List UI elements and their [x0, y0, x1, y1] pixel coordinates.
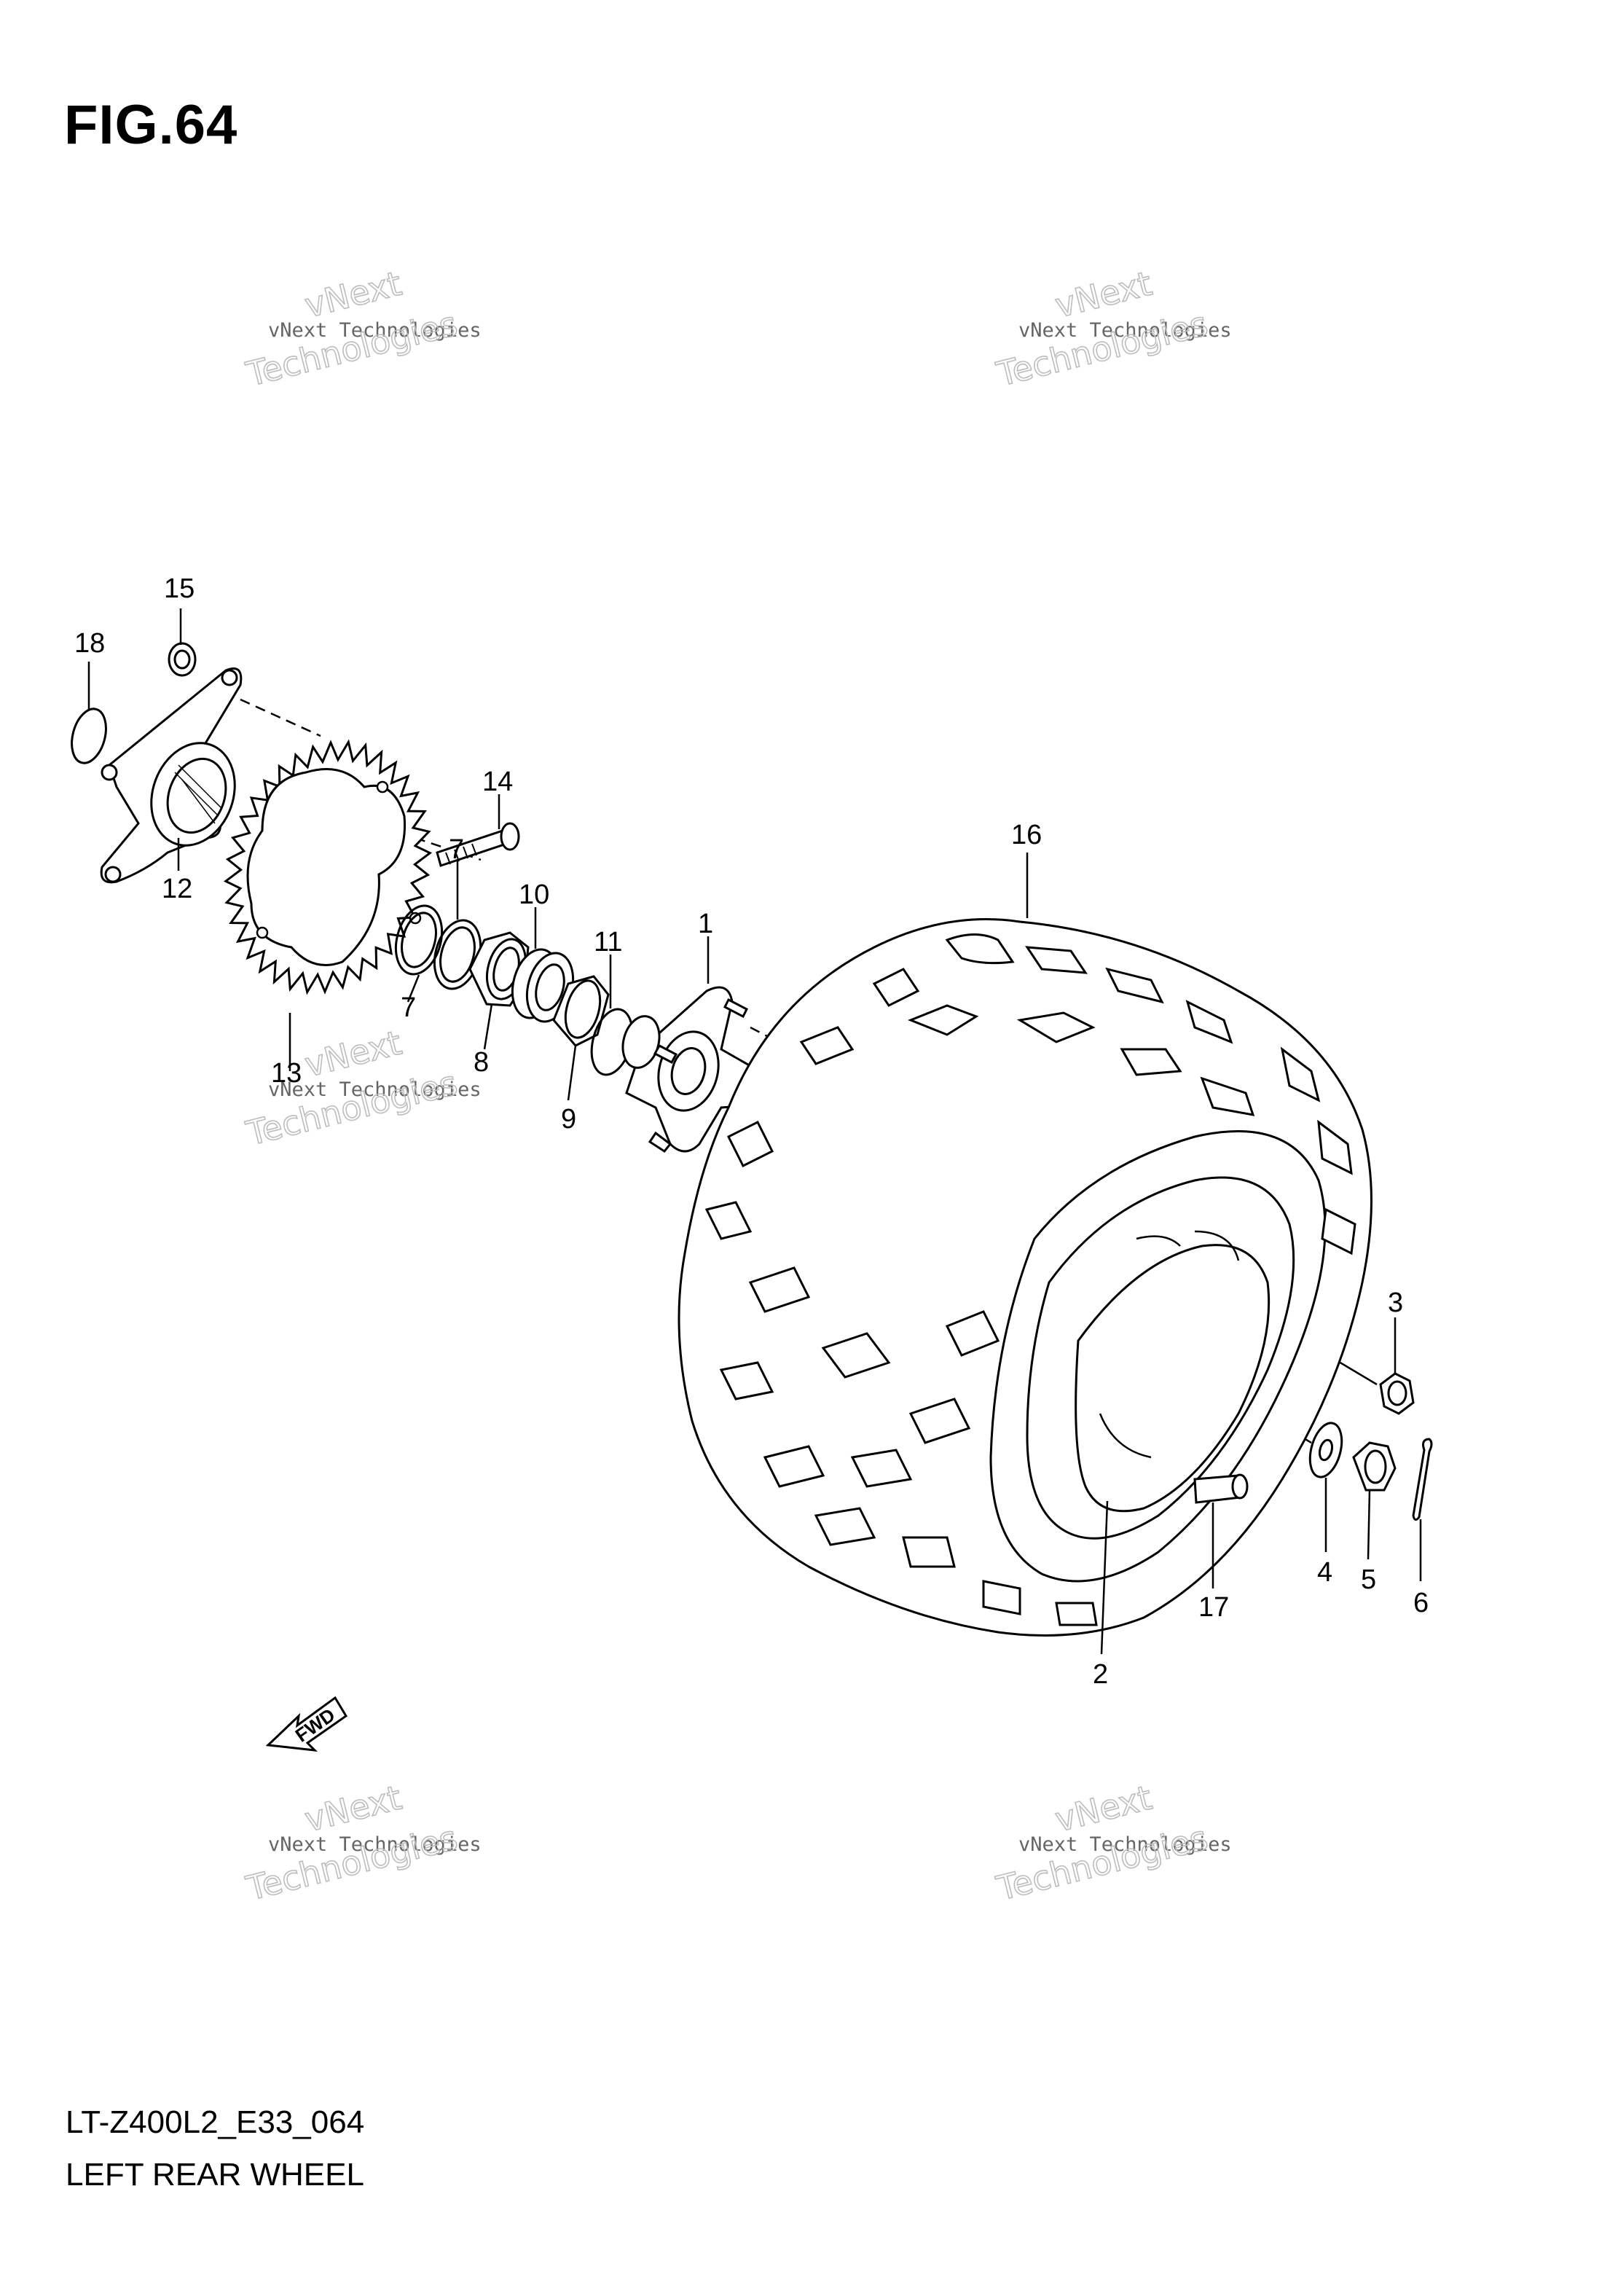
wheel-nut: [1379, 1372, 1415, 1415]
callout-2: 2: [1093, 1659, 1108, 1690]
callout-9: 9: [561, 1104, 576, 1135]
watermark-top-left: vNext vNext Technologies Technologies: [242, 263, 482, 395]
svg-text:vNext Technologies: vNext Technologies: [268, 319, 482, 342]
svg-text:vNext: vNext: [301, 1023, 405, 1085]
callout-5: 5: [1361, 1564, 1376, 1595]
leader-lines: [87, 608, 1422, 1655]
callout-1: 1: [698, 909, 713, 939]
svg-text:vNext: vNext: [301, 264, 405, 326]
watermark-bottom-right: vNext vNext Technologies Technologies: [992, 1777, 1232, 1909]
callout-6: 6: [1413, 1588, 1429, 1618]
callout-13: 13: [271, 1058, 302, 1089]
svg-text:Technologies: Technologies: [242, 304, 461, 394]
svg-text:vNext Technologies: vNext Technologies: [268, 1078, 482, 1101]
sprocket-bolt: [436, 822, 520, 867]
callout-10: 10: [519, 879, 549, 910]
callout-8: 8: [474, 1047, 489, 1078]
callout-7b: 7: [401, 992, 416, 1023]
callout-4: 4: [1317, 1557, 1332, 1588]
svg-text:vNext Technologies: vNext Technologies: [1018, 319, 1232, 342]
valve-stem: [1193, 1473, 1249, 1504]
callout-16: 16: [1011, 820, 1042, 850]
diagram-name: LEFT REAR WHEEL: [66, 2157, 364, 2193]
svg-text:Technologies: Technologies: [242, 1818, 461, 1908]
castle-nut: [1352, 1441, 1397, 1492]
callout-labels: 1 2 3 4 5 6 7 7 8 9 10 11 12 13 14 15 16…: [74, 573, 1429, 1690]
callout-11: 11: [594, 927, 622, 957]
rear-hub: [100, 667, 243, 884]
svg-text:vNext: vNext: [1051, 1778, 1155, 1840]
forward-arrow: FWD: [265, 1696, 348, 1752]
washer: [1308, 1422, 1343, 1478]
tread-lugs: [704, 933, 1356, 1626]
washer-7-outer: [394, 904, 444, 976]
diagram-code: LT-Z400L2_E33_064: [66, 2104, 365, 2140]
figure-title: FIG.64: [64, 94, 238, 156]
cotter-pin: [1412, 1438, 1433, 1521]
rear-sprocket: [223, 739, 433, 995]
callout-17: 17: [1198, 1592, 1229, 1623]
svg-text:Technologies: Technologies: [992, 1818, 1211, 1908]
callout-7a: 7: [449, 834, 464, 865]
callout-14: 14: [482, 767, 513, 797]
watermark-bottom-left: vNext vNext Technologies Technologies: [242, 1777, 482, 1909]
svg-text:vNext Technologies: vNext Technologies: [268, 1833, 482, 1856]
callout-3: 3: [1388, 1288, 1403, 1318]
watermark-top-right: vNext vNext Technologies Technologies: [992, 263, 1232, 395]
callout-15: 15: [164, 573, 195, 604]
hub-nut: [168, 642, 197, 677]
callout-12: 12: [162, 874, 192, 904]
o-ring: [71, 708, 107, 764]
callout-18: 18: [74, 628, 105, 659]
svg-text:vNext Technologies: vNext Technologies: [1018, 1833, 1232, 1856]
svg-text:Technologies: Technologies: [992, 304, 1211, 394]
svg-text:vNext: vNext: [1051, 264, 1155, 326]
svg-text:vNext: vNext: [301, 1778, 405, 1840]
